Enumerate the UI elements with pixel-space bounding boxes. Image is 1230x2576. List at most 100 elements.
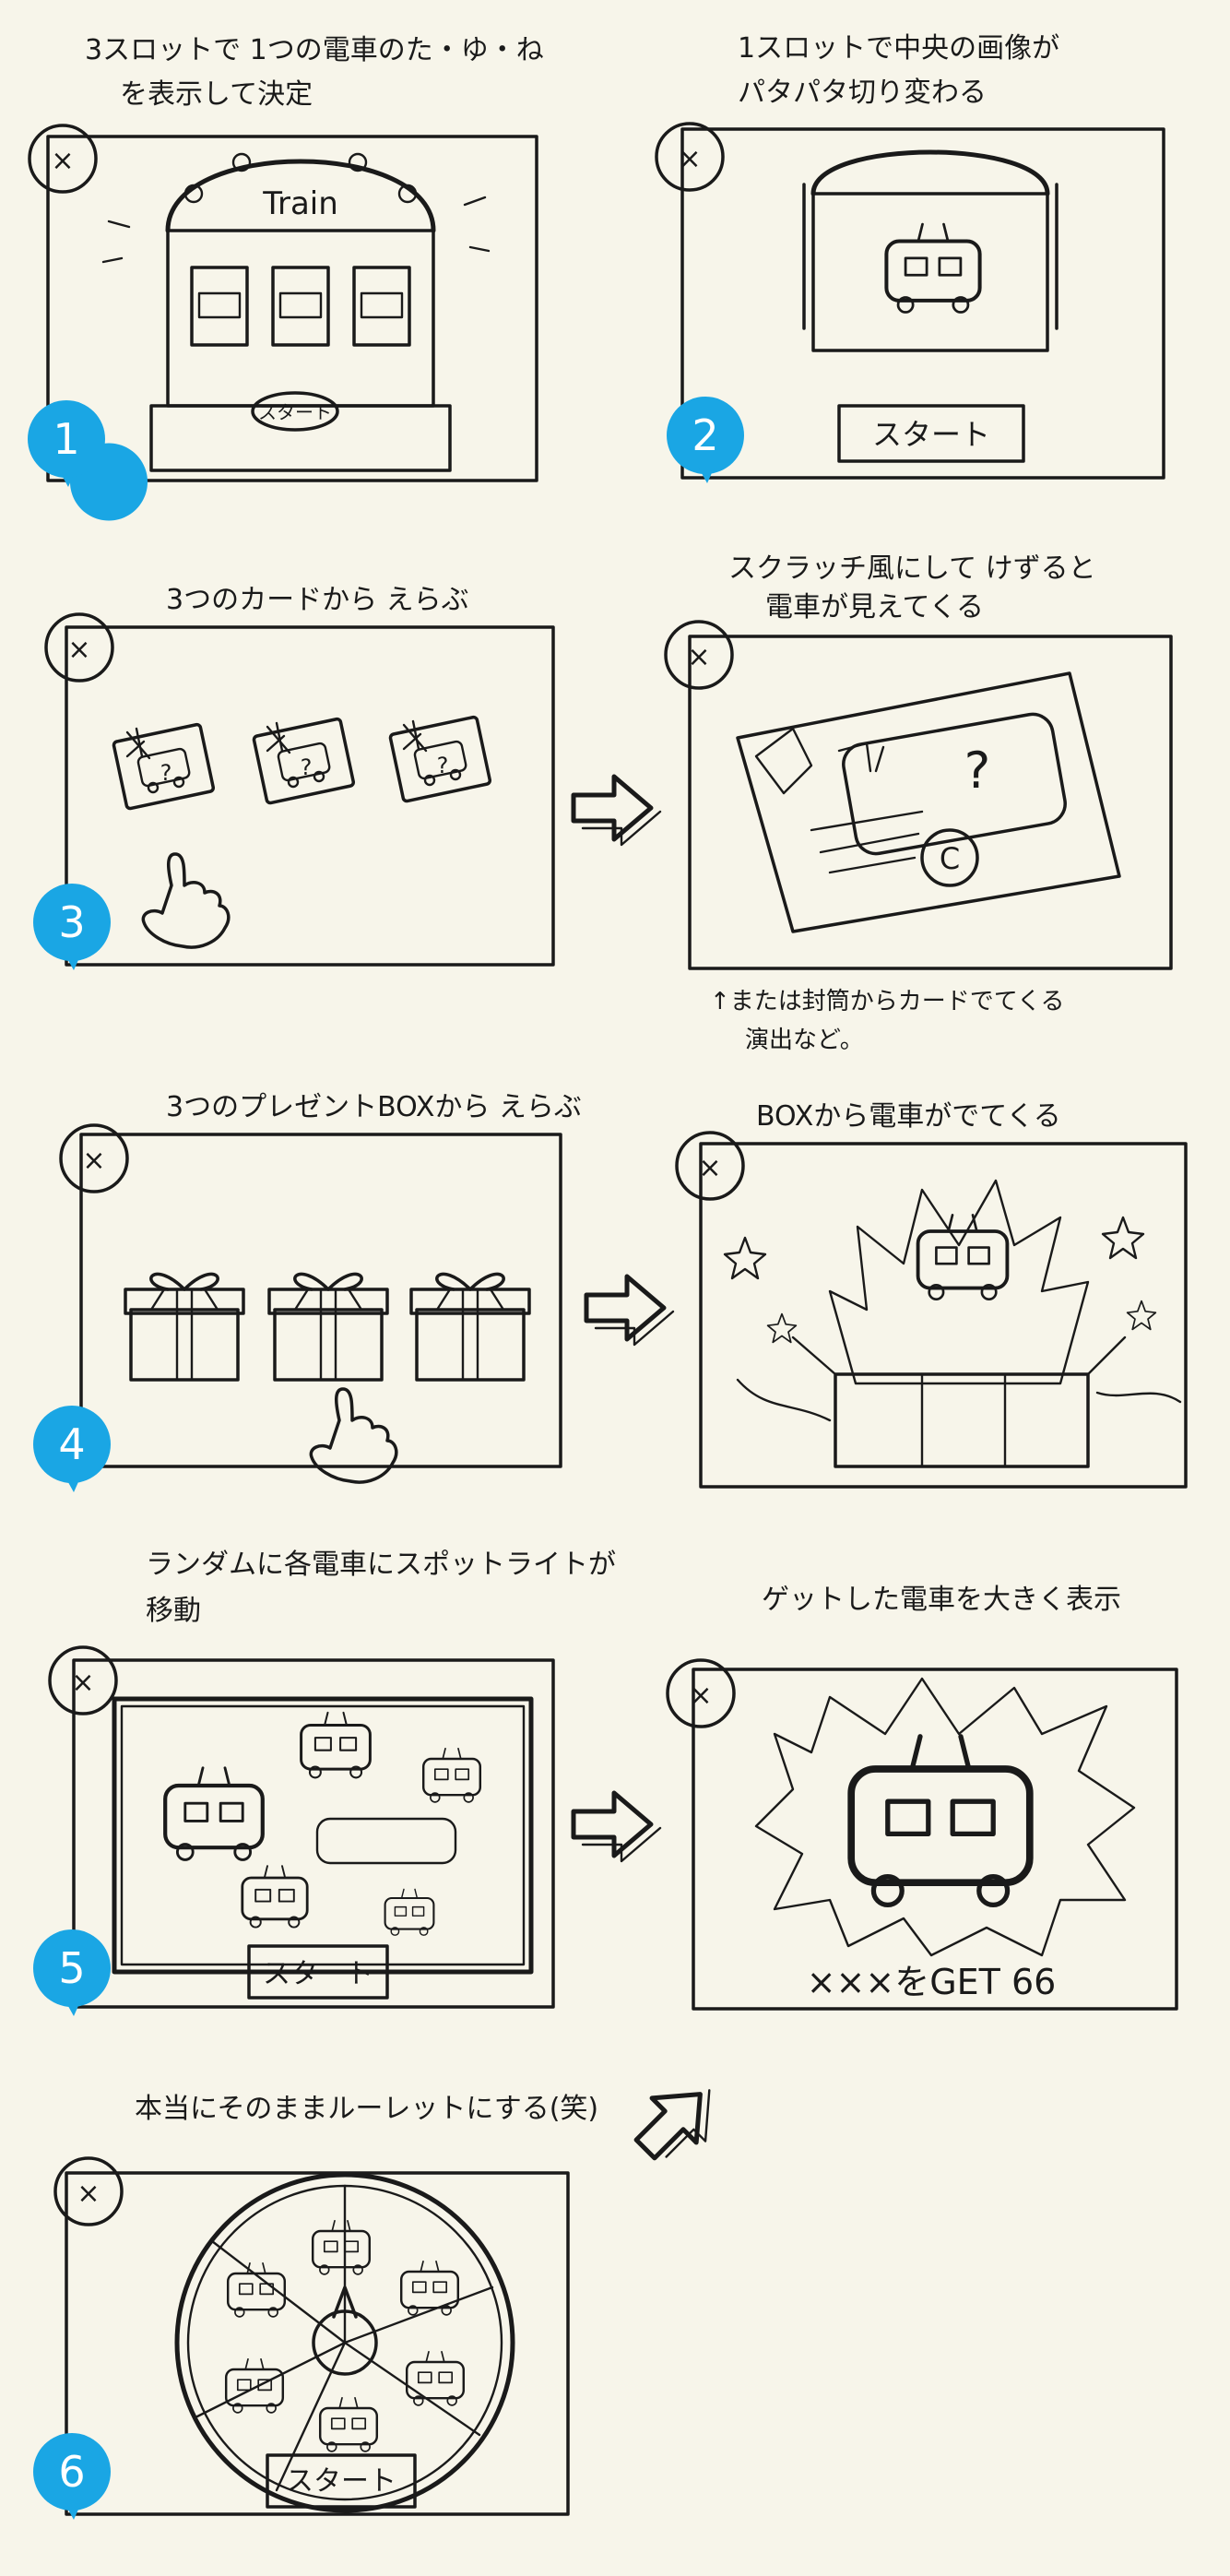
panel-6-number: 6 [58, 2447, 85, 2497]
pointing-hand-icon [309, 1387, 398, 1484]
panel-2-number: 2 [692, 410, 718, 460]
panel-5-number-badge [33, 1929, 111, 2007]
panel-3-close-icon[interactable] [44, 612, 114, 683]
panel-2-close-icon[interactable] [655, 122, 725, 192]
panel-3-choose-card: 3つのカードから えらぶ ? ? ? × 3 [33, 584, 555, 970]
panel-5b-result: ゲットした電車を大きく表示 ×××をGET 66 × [666, 1584, 1178, 2011]
train-icon [224, 2357, 285, 2415]
panel-5-frame [72, 1658, 555, 2009]
panel-6-number-badge [33, 2433, 111, 2511]
panel-2-caption-line-2: パタパタ切り変わる [738, 77, 987, 109]
panel-3b-caption-line-1: スクラッチ風にして けずると [728, 552, 1096, 585]
panel-3-number-badge [33, 884, 111, 961]
panel-5b-frame [692, 1668, 1178, 2011]
svg-text:×: × [67, 634, 90, 666]
train-icon [165, 1768, 263, 1860]
train-icon [405, 2350, 466, 2407]
panel-3b-scratch-card: スクラッチ風にして けずると 電車が見えてくる ? C × ↑または封筒からカー… [664, 552, 1173, 1054]
train-icon [300, 1711, 372, 1779]
panel-2-start-label: スタート [872, 417, 990, 452]
panel-1-slot-machine: 3スロットで 1つの電車のた・ゆ・ね を表示して決定 Train スタート × … [28, 34, 552, 521]
panel-4-number: 4 [58, 1419, 85, 1469]
panel-1-close-icon[interactable] [28, 124, 98, 194]
panel-5-spotlight: ランダムに各電車にスポットライトが 移動 スタート × 5 [33, 1549, 625, 2016]
svg-text:?: ? [437, 753, 449, 778]
coin-icon [920, 828, 979, 887]
train-icon [311, 2219, 372, 2276]
train-icon [384, 1888, 435, 1937]
panel-1-caption-line-2: を表示して決定 [120, 78, 313, 111]
panel-3b-caption-line-2: 電車が見えてくる [765, 591, 984, 623]
panel-4-number-badge [33, 1406, 111, 1483]
svg-text:?: ? [160, 760, 172, 786]
panel-4-choose-gift: 3つのプレゼントBOXから えらぶ × 4 [33, 1091, 582, 1492]
panel-3b-close-icon[interactable] [664, 620, 734, 690]
arrow-right-icon [574, 1793, 660, 1861]
train-icon [399, 2260, 460, 2317]
panel-6-start-label: スタート [286, 2465, 396, 2498]
panel-4-frame [79, 1133, 562, 1468]
panel-3b-frame [688, 635, 1173, 970]
svg-text:×: × [77, 2178, 100, 2210]
gift-box-icon [124, 1272, 245, 1382]
panel-4b-gift-opens: BOXから電車がでてくる × [675, 1100, 1188, 1489]
arrow-right-icon [586, 1276, 673, 1345]
panel-6-caption: 本当にそのままルーレットにする(笑) [135, 2093, 598, 2125]
panel-6-roulette: 本当にそのままルーレットにする(笑) スタート × 6 [33, 2093, 598, 2520]
train-icon [421, 1747, 482, 1804]
panel-1-start-button[interactable] [251, 391, 339, 432]
panel-3b-note-line-1: ↑または封筒からカードでてくる [710, 988, 1065, 1015]
svg-text:?: ? [964, 742, 991, 800]
panel-5b-close-icon[interactable] [666, 1658, 736, 1728]
panel-5-start-button[interactable] [247, 1944, 389, 2000]
panel-6-close-icon[interactable] [53, 2156, 124, 2226]
svg-text:×: × [687, 641, 710, 673]
arrow-right-icon [574, 777, 660, 845]
star-icon [1101, 1216, 1145, 1260]
star-icon [1126, 1300, 1157, 1331]
pointing-hand-icon [141, 852, 231, 949]
svg-text:×: × [71, 1667, 94, 1699]
train-icon [851, 1737, 1030, 1905]
panel-2-caption-line-1: 1スロットで中央の画像が [738, 32, 1059, 65]
panel-3-caption: 3つのカードから えらぶ [166, 584, 469, 616]
panel-1-caption-line-1: 3スロットで 1つの電車のた・ゆ・ね [85, 34, 544, 66]
svg-text:×: × [678, 143, 701, 175]
panel-1-frame [46, 135, 538, 482]
panel-5-caption: ランダムに各電車にスポットライトが 移動 [146, 1549, 625, 1627]
svg-text:C: C [940, 841, 960, 876]
panel-2-number-badge [667, 397, 744, 474]
panel-3-frame [65, 625, 555, 967]
train-icon [318, 2396, 379, 2453]
panel-1-number-badge [28, 400, 105, 478]
train-icon [241, 1864, 309, 1929]
svg-text:?: ? [301, 754, 313, 780]
panel-4b-close-icon[interactable] [675, 1131, 745, 1201]
svg-text:×: × [698, 1152, 721, 1184]
panel-3b-note-line-2: 演出など。 [745, 1027, 864, 1054]
panel-2-caption: 1スロットで中央の画像が パタパタ切り変わる [738, 32, 1069, 109]
panel-5b-caption: ゲットした電車を大きく表示 [762, 1584, 1121, 1616]
panel-3-number: 3 [58, 897, 85, 947]
arrow-up-right-icon [623, 2065, 733, 2175]
panel-2-single-slot: 1スロットで中央の画像が パタパタ切り変わる スタート × 2 [655, 32, 1165, 483]
train-icon [916, 1213, 1010, 1301]
panel-4-close-icon[interactable] [59, 1123, 129, 1193]
panel-4b-caption: BOXから電車がでてくる [756, 1100, 1061, 1133]
panel-2-start-button[interactable] [837, 404, 1025, 463]
panel-1-number: 1 [53, 414, 79, 464]
panel-1-caption: 3スロットで 1つの電車のた・ゆ・ね を表示して決定 [85, 34, 552, 111]
gift-box-icon [267, 1272, 389, 1382]
panel-5-close-icon[interactable] [48, 1645, 118, 1715]
star-icon [723, 1236, 767, 1280]
slot-machine-title: Train [262, 185, 338, 222]
panel-6-start-button[interactable] [266, 2453, 417, 2509]
panel-5b-result-text: ×××をGET 66 [807, 1962, 1057, 2002]
panel-4-caption: 3つのプレゼントBOXから えらぶ [166, 1091, 582, 1123]
panel-5-number: 5 [58, 1943, 85, 1993]
panel-5-start-label: スタート [263, 1958, 373, 1990]
panel-3b-note: ↑または封筒からカードでてくる 演出など。 [710, 988, 1072, 1054]
panel-5-caption-line-2: 移動 [146, 1595, 201, 1627]
gift-box-icon [409, 1272, 531, 1382]
